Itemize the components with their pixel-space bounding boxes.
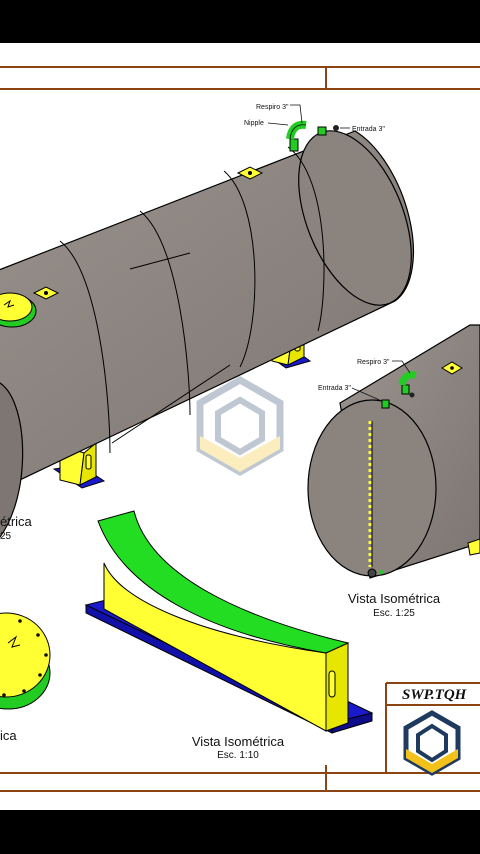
main-tank [0, 120, 415, 538]
view-small-scale: Esc. 1:25 [373, 608, 415, 619]
manhole-detail [0, 612, 51, 710]
company-logo-icon [403, 710, 461, 776]
small-tank [307, 324, 480, 579]
drawing-sheet: Respiro 3" Nipple Entrada 3" étrica 25 R… [0, 43, 480, 810]
callout-respiro-small: Respiro 3" [357, 359, 390, 366]
saddle-support [84, 510, 374, 734]
watermark-logo-icon [196, 375, 284, 477]
view-main-scale-partial: 25 [0, 531, 12, 542]
view-saddle-title: Vista Isométrica [192, 734, 285, 749]
view-saddle-scale: Esc. 1:10 [217, 750, 259, 761]
title-block-drawing-code: SWP.TQH [402, 687, 468, 703]
main-tank-callouts [267, 104, 350, 129]
callout-nipple-main: Nipple [244, 120, 264, 127]
callout-respiro-main: Respiro 3" [256, 104, 289, 111]
view-small-title: Vista Isométrica [348, 591, 441, 606]
callout-entrada-main: Entrada 3" [352, 126, 385, 133]
technical-drawing: Respiro 3" Nipple Entrada 3" étrica 25 R… [0, 66, 480, 792]
small-tank-callouts [351, 360, 411, 402]
view-main-title-partial: étrica [0, 514, 33, 529]
view-manhole-title-partial: ica [0, 728, 17, 743]
callout-entrada-small: Entrada 3" [318, 385, 351, 392]
sheet-frame [0, 66, 480, 792]
